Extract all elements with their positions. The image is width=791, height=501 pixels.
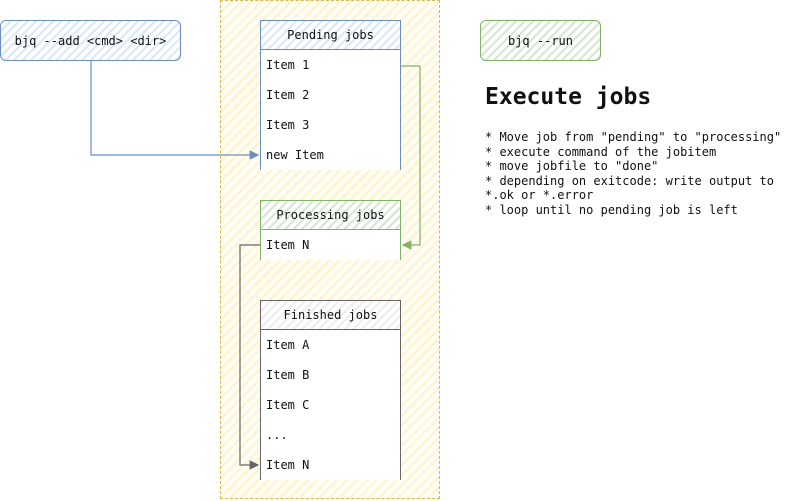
pending-to-processing-connector <box>401 65 421 250</box>
finished-jobs-list: Finished jobs Item A Item B Item C ... I… <box>260 300 401 480</box>
add-to-pending-connector <box>90 61 260 160</box>
list-item: new Item <box>261 140 400 170</box>
add-command-box: bjq --add <cmd> <dir> <box>0 20 181 61</box>
processing-to-finished-connector <box>239 244 260 470</box>
list-item: Item N <box>261 230 400 260</box>
list-item: Item B <box>261 360 400 390</box>
list-item: Item 3 <box>261 110 400 140</box>
run-command-box: bjq --run <box>480 20 601 61</box>
processing-jobs-header: Processing jobs <box>261 201 400 230</box>
execute-jobs-title: Execute jobs <box>485 84 652 110</box>
list-item: Item A <box>261 330 400 360</box>
pending-jobs-list: Pending jobs Item 1 Item 2 Item 3 new It… <box>260 20 401 170</box>
description-line: * move jobfile to "done" <box>485 159 659 173</box>
processing-jobs-list: Processing jobs Item N <box>260 200 401 260</box>
description-line: *.ok or *.error <box>485 188 594 202</box>
list-item: Item 1 <box>261 50 400 80</box>
list-item: ... <box>261 420 400 450</box>
description-line: * depending on exitcode: write output to <box>485 173 774 188</box>
list-item: Item N <box>261 450 400 480</box>
pending-jobs-header: Pending jobs <box>261 21 400 50</box>
add-command-label: bjq --add <cmd> <dir> <box>14 33 167 48</box>
execute-jobs-description: * Move job from "pending" to "processing… <box>485 130 785 217</box>
description-line: * Move job from "pending" to "processing… <box>485 130 782 144</box>
list-item: Item C <box>261 390 400 420</box>
run-command-label: bjq --run <box>507 33 574 48</box>
description-line: * loop until no pending job is left <box>485 202 738 217</box>
description-line: * execute command of the jobitem <box>485 144 717 159</box>
finished-jobs-header: Finished jobs <box>261 301 400 330</box>
list-item: Item 2 <box>261 80 400 110</box>
